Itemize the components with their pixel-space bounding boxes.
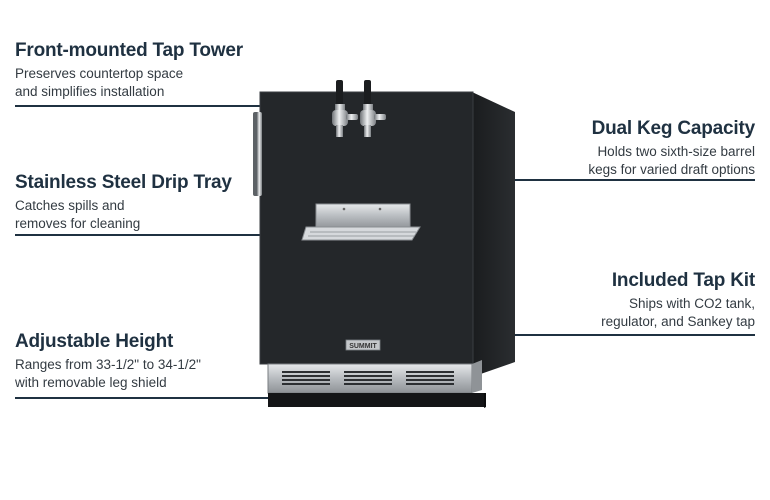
callout-adjustable-height: Adjustable Height Ranges from 33-1/2" to…: [15, 331, 275, 392]
leader-line-dual-keg: [469, 179, 755, 181]
callout-description-line2: and simplifies installation: [15, 84, 165, 99]
drip-tray: [301, 203, 421, 241]
callout-title: Dual Keg Capacity: [591, 118, 756, 139]
callout-description-line2: kegs for varied draft options: [588, 162, 755, 177]
leader-line-tap-kit: [469, 334, 755, 336]
cabinet-side: [472, 92, 515, 377]
callout-tap-kit: Included Tap Kit Ships with CO2 tank, re…: [495, 270, 755, 331]
callout-title: Adjustable Height: [15, 331, 174, 352]
callout-drip-tray: Stainless Steel Drip Tray Catches spills…: [15, 172, 275, 233]
callout-description-line1: Holds two sixth-size barrel: [597, 144, 755, 159]
callout-title: Included Tap Kit: [611, 270, 755, 291]
kegerator-illustration: SUMMIT: [253, 80, 515, 408]
callout-description-line2: with removable leg shield: [15, 375, 167, 390]
brand-badge-text: SUMMIT: [349, 343, 377, 350]
callout-tap-tower: Front-mounted Tap Tower Preserves counte…: [15, 40, 275, 101]
leader-line-adjustable-height: [15, 397, 302, 399]
callout-dual-keg: Dual Keg Capacity Holds two sixth-size b…: [495, 118, 755, 179]
leader-line-tap-tower: [15, 105, 300, 107]
brand-badge: SUMMIT: [345, 339, 381, 351]
tap-faucet-left: [332, 80, 358, 137]
callout-description-line2: removes for cleaning: [15, 216, 141, 231]
door-handle: [253, 112, 262, 196]
leader-line-drip-tray: [15, 234, 301, 236]
callout-description-line2: regulator, and Sankey tap: [601, 314, 755, 329]
leg-shield: [268, 393, 486, 408]
callout-description-line1: Preserves countertop space: [15, 66, 184, 81]
callout-description-line1: Catches spills and: [15, 198, 125, 213]
callout-description-line1: Ranges from 33-1/2" to 34-1/2": [15, 357, 201, 372]
tap-faucet-right: [360, 80, 386, 137]
callout-description-line1: Ships with CO2 tank,: [628, 296, 755, 311]
callout-title: Stainless Steel Drip Tray: [15, 172, 232, 193]
callout-title: Front-mounted Tap Tower: [15, 40, 243, 61]
vent-grille: [267, 360, 482, 394]
